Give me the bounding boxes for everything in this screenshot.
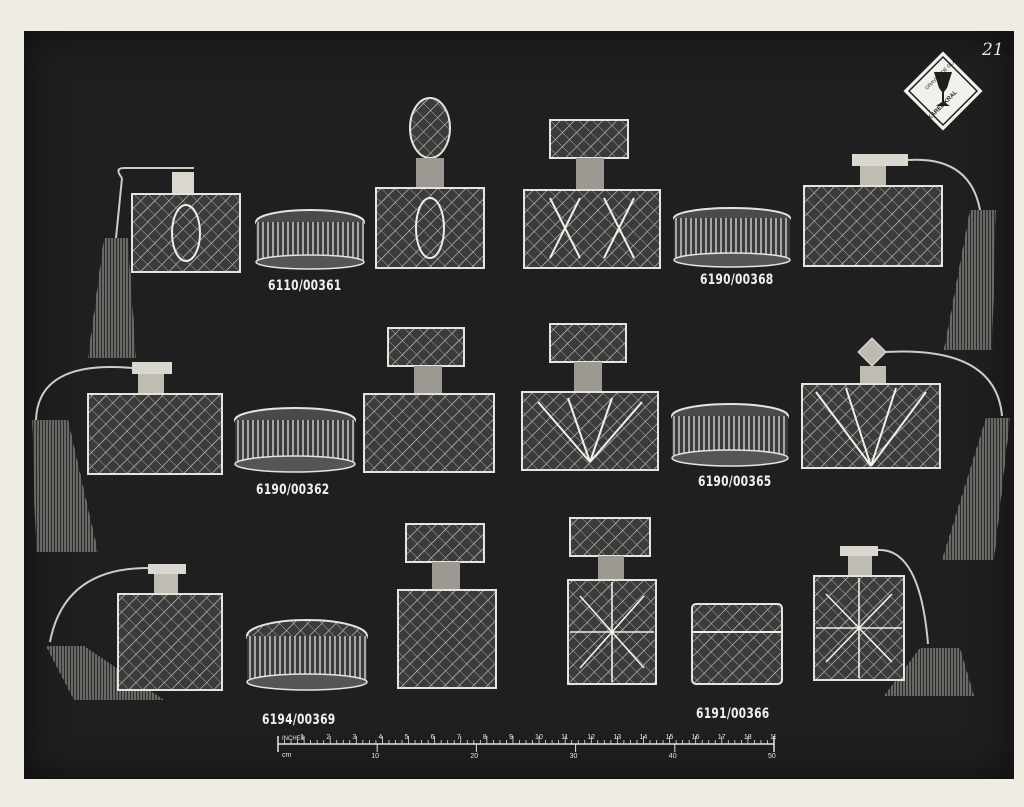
perfume-bottle-2 xyxy=(523,119,661,269)
ruler-cm-label: 40 xyxy=(669,753,677,760)
powder-box-4 xyxy=(671,403,789,467)
ruler-inch-label: 17 xyxy=(718,734,726,741)
item-code-label: 6110/00361 xyxy=(268,278,342,294)
ruler-inch-label: 18 xyxy=(744,734,752,741)
ruler-cm-label: 20 xyxy=(470,753,478,760)
perfume-bottle-1 xyxy=(375,97,485,269)
atomizer-bottle-6 xyxy=(813,546,974,696)
powder-box-5 xyxy=(246,619,368,691)
perfume-bottle-5 xyxy=(397,523,497,689)
atomizer-bottle-2 xyxy=(803,154,996,350)
ruler-inch-label: 15 xyxy=(666,734,674,741)
perfume-bottle-3 xyxy=(363,327,495,473)
svg-text:cm: cm xyxy=(282,752,292,759)
ruler-inch-label: 14 xyxy=(639,734,647,741)
svg-text:INCHES: INCHES xyxy=(282,736,305,742)
ruler-inch-label: 7 xyxy=(457,734,461,741)
ruler-inch-label: 13 xyxy=(613,734,621,741)
item-code-label: 6191/00366 xyxy=(696,706,770,722)
brand-logo: GRAVUR DE GLAS KAREL KRAL xyxy=(900,48,986,134)
ruler-inch-label: 10 xyxy=(535,734,543,741)
vase-icon xyxy=(934,72,952,106)
ruler-inch-label: 1 xyxy=(300,734,304,741)
ruler-inch-label: 11 xyxy=(561,734,568,741)
perfume-bottle-4 xyxy=(521,323,659,471)
ruler-inch-label: 6 xyxy=(431,734,435,741)
item-code-label: 6194/00369 xyxy=(262,712,336,728)
item-code-label: 6190/00362 xyxy=(256,482,330,498)
powder-box-1 xyxy=(255,209,365,270)
atomizer-bottle-3 xyxy=(32,362,223,552)
powder-box-3 xyxy=(234,407,356,473)
ruler-cm-label: 50 xyxy=(768,753,776,760)
atomizer-bottle-4 xyxy=(801,337,1010,560)
atomizer-bottle-1 xyxy=(88,167,241,358)
atomizer-bottle-5 xyxy=(46,564,223,700)
powder-box-6 xyxy=(691,603,783,685)
ruler-inch-label: 8 xyxy=(483,734,487,741)
ruler-inch-label: 2 xyxy=(326,734,330,741)
ruler-inch-label: 16 xyxy=(692,734,700,741)
ruler-inch-label: 3 xyxy=(352,734,356,741)
ruler-inch-label: 4 xyxy=(378,734,382,741)
powder-box-2 xyxy=(673,207,791,268)
ruler-inch-label: 9 xyxy=(509,734,513,741)
ruler-inch-label: 12 xyxy=(587,734,595,741)
ruler-cm-label: 30 xyxy=(570,753,578,760)
item-code-label: 6190/00365 xyxy=(698,474,772,490)
perfume-bottle-6 xyxy=(567,517,657,685)
ruler-inch-label: 19 xyxy=(770,734,776,741)
page-number: 21 xyxy=(982,40,1004,60)
ruler-cm-label: 10 xyxy=(371,753,379,760)
item-code-label: 6190/00368 xyxy=(700,272,774,288)
ruler-inch-label: 5 xyxy=(405,734,409,741)
